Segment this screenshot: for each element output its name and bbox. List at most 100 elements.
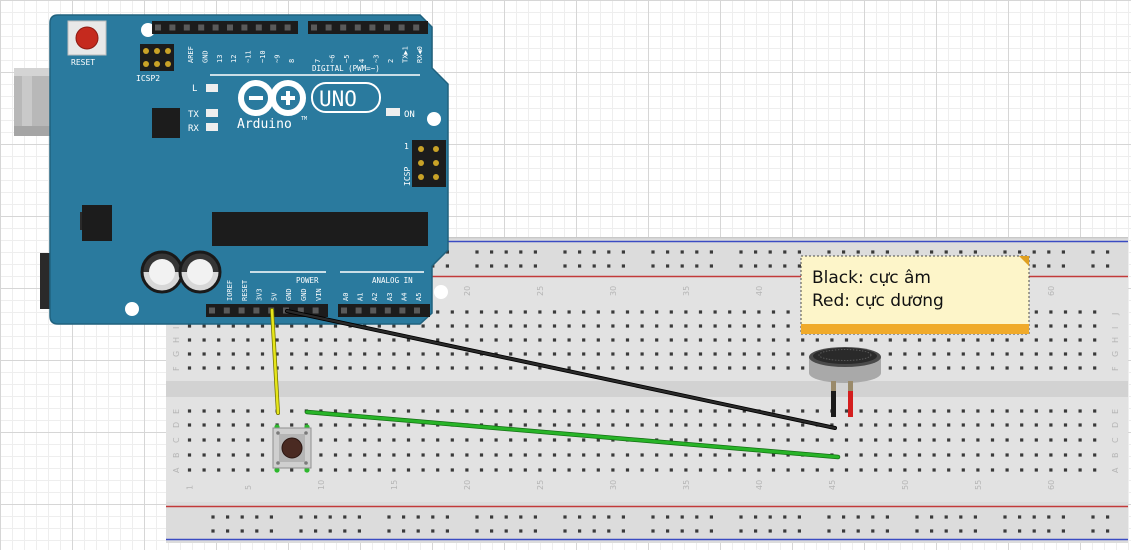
header-pin — [354, 24, 361, 31]
breadboard-hole — [728, 352, 732, 356]
rail-hole — [871, 529, 875, 533]
trademark-mark: TM — [301, 116, 307, 122]
rail-hole — [1061, 529, 1065, 533]
breadboard-hole — [392, 338, 396, 342]
digital-pin-label: ~11 — [245, 50, 253, 63]
breadboard-hole — [771, 423, 776, 427]
breadboard-hole — [625, 453, 630, 457]
rail-hole — [592, 515, 596, 519]
breadboard-hole — [596, 366, 600, 370]
breadboard-hole — [304, 366, 308, 370]
reset-button-cap — [75, 26, 99, 50]
rail-hole — [1106, 529, 1110, 533]
rail-hole — [328, 515, 332, 519]
breadboard-hole — [859, 409, 863, 413]
header-pin — [255, 24, 262, 31]
breadboard-hole — [757, 438, 761, 442]
breadboard-hole — [275, 324, 279, 328]
rail-hole — [797, 250, 801, 254]
rail-hole — [1091, 515, 1095, 519]
breadboard-hole — [421, 438, 425, 442]
breadboard-hole — [844, 423, 849, 427]
row-letter: F — [1111, 366, 1120, 371]
breadboard-hole — [465, 352, 469, 356]
rail-hole — [666, 250, 670, 254]
breadboard-hole — [888, 366, 892, 370]
breadboard-hole — [1034, 423, 1038, 427]
breadboard-hole — [333, 438, 338, 442]
rail-hole — [269, 515, 273, 519]
header-pin — [414, 307, 420, 314]
row-letter: C — [1111, 437, 1120, 443]
arduino-logo-icon — [238, 80, 306, 116]
rail-hole — [519, 264, 523, 268]
breadboard-hole — [479, 468, 484, 472]
breadboard-hole — [684, 453, 688, 457]
breadboard-hole — [231, 438, 235, 442]
breadboard-hole — [990, 438, 995, 442]
breadboard-hole — [246, 338, 250, 342]
breadboard-hole — [479, 438, 484, 442]
rail-hole — [768, 250, 772, 254]
breadboard-hole — [1020, 423, 1024, 427]
breadboard-hole — [859, 438, 863, 442]
breadboard-hole — [932, 352, 936, 356]
breadboard-hole — [713, 310, 717, 314]
rail-hole — [578, 515, 582, 519]
rail-hole — [519, 515, 523, 519]
header-pin — [209, 307, 215, 314]
rail-hole — [504, 515, 508, 519]
breadboard-hole — [1005, 468, 1009, 472]
breadboard-hole — [260, 438, 265, 442]
breadboard-hole — [1078, 310, 1082, 314]
breadboard-hole — [786, 310, 790, 314]
breadboard-hole — [771, 468, 776, 472]
header-pin — [253, 307, 260, 314]
breadboard-hole — [304, 324, 308, 328]
breadboard-hole — [625, 310, 630, 314]
rail-hole — [475, 250, 479, 254]
breadboard-hole — [479, 324, 484, 328]
breadboard-hole — [1093, 453, 1097, 457]
breadboard-hole — [771, 409, 776, 413]
icsp-label: ICSP — [403, 167, 412, 186]
breadboard-hole — [932, 453, 936, 457]
breadboard-hole — [786, 352, 790, 356]
breadboard-hole — [625, 324, 630, 328]
breadboard-hole — [202, 438, 206, 442]
breadboard-hole — [771, 338, 776, 342]
breadboard-hole — [231, 409, 235, 413]
rail-hole — [1003, 515, 1007, 519]
rail-hole — [871, 250, 875, 254]
rail-hole — [856, 529, 860, 533]
breadboard-hole — [436, 453, 440, 457]
breadboard-hole — [757, 338, 761, 342]
breadboard-hole — [436, 366, 440, 370]
breadboard-hole — [450, 352, 454, 356]
breadboard-hole — [596, 338, 600, 342]
breadboard-hole — [465, 366, 469, 370]
rx-led-label: RX — [188, 124, 199, 134]
power-pin-label: IOREF — [226, 280, 234, 301]
breadboard-hole — [888, 352, 892, 356]
rail-hole — [695, 264, 699, 268]
breadboard-hole — [187, 324, 192, 328]
breadboard-hole — [509, 409, 513, 413]
digital-pin-label: RX◀0 — [416, 46, 424, 63]
breadboard-hole — [947, 409, 951, 413]
column-number: 20 — [463, 480, 472, 490]
breadboard-hole — [538, 468, 542, 472]
digital-pin-label: AREF — [187, 46, 195, 63]
breadboard-hole — [713, 366, 717, 370]
arduino-pcb — [49, 14, 449, 325]
rail-hole — [1047, 250, 1051, 254]
breadboard-hole — [465, 409, 469, 413]
push-button — [272, 424, 312, 473]
breadboard-hole — [655, 324, 659, 328]
breadboard-hole — [947, 366, 951, 370]
rail-hole — [1018, 515, 1022, 519]
analog-pin-label: A0 — [342, 293, 350, 301]
on-led — [386, 108, 400, 116]
rail-hole — [431, 529, 435, 533]
breadboard-hole — [465, 338, 469, 342]
